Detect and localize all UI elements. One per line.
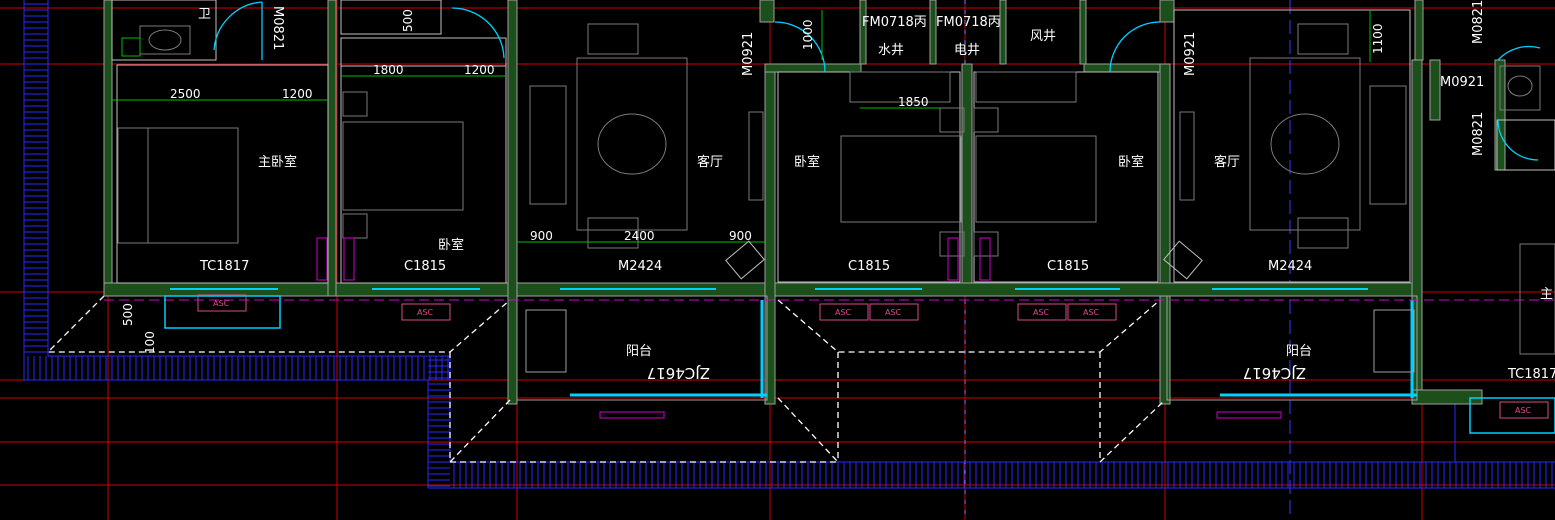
dim-1200-a: 1200: [282, 87, 313, 101]
ac-tag-text: ASC: [1033, 308, 1050, 317]
dim-2500: 2500: [170, 87, 201, 101]
outlet-marker: [121, 37, 141, 57]
room-label-bedroom-mid-right: 卧室: [1118, 154, 1144, 170]
roof-outline-dashed: [46, 295, 1166, 464]
inner-lines: [111, 0, 1555, 284]
furniture: [117, 23, 1555, 373]
door-swings: [213, 1, 1541, 161]
balconies: [516, 295, 1418, 401]
shaft-label-electric: 电井: [954, 43, 980, 58]
dim-1100: 1100: [1371, 23, 1385, 54]
ac-tag-text: ASC: [417, 308, 434, 317]
ac-tag-text: ASC: [1515, 406, 1532, 415]
window-label-tc-left: TC1817: [199, 259, 249, 274]
room-label-bath: 卫: [198, 7, 211, 22]
dim-500-top: 500: [401, 9, 415, 32]
room-label-master-left: 主卧室: [258, 154, 297, 170]
ac-tag-text: ASC: [213, 299, 230, 308]
magenta-marks: [316, 237, 1282, 419]
ac-tag: [1499, 401, 1549, 419]
window-label-tc-right: TC1817: [1507, 367, 1555, 382]
dim-500-side: 500: [121, 303, 135, 326]
room-label-bedroom-left: 卧室: [438, 237, 464, 253]
dim-1850: 1850: [898, 95, 929, 109]
dim-1800: 1800: [373, 63, 404, 77]
dim-900-a: 900: [530, 229, 553, 243]
dim-900-b: 900: [729, 229, 752, 243]
room-label-master-right: 主: [1540, 287, 1553, 302]
room-label-bedroom-mid-left: 卧室: [794, 154, 820, 170]
door-label-m0821-right-top: M0821: [1471, 0, 1486, 44]
door-label-m0921-right: M0921: [1440, 75, 1484, 90]
ac-tag-text: ASC: [835, 308, 852, 317]
door-label-m0921-left: M0921: [741, 32, 756, 76]
dim-100: 100: [143, 331, 157, 354]
ac-tag-text: ASC: [885, 308, 902, 317]
shaft-label-air: 风井: [1030, 29, 1056, 44]
window-label-m2424-right: M2424: [1268, 259, 1312, 274]
ac-tag: [197, 294, 247, 312]
hatch-ticks: [24, 3, 1553, 488]
ac-tags: [197, 294, 1549, 419]
window-label-m2424-left: M2424: [618, 259, 662, 274]
ac-tag-text: ASC: [1083, 308, 1100, 317]
window-label-c1815-b: C1815: [848, 259, 890, 274]
dimension-lines: [112, 10, 1371, 243]
ac-tag: [1017, 303, 1067, 321]
ac-unit-right: [1163, 240, 1203, 280]
door-label-m0821-right-bottom: M0821: [1471, 112, 1486, 156]
windows: [164, 288, 1555, 434]
dim-2400: 2400: [624, 229, 655, 243]
site-boundary-hatch: [23, 0, 1555, 489]
door-label-fm-water: FM0718丙: [862, 15, 927, 30]
window-label-c1815-a: C1815: [404, 259, 446, 274]
room-label-living-right: 客厅: [1214, 154, 1240, 170]
ac-tag: [869, 303, 919, 321]
door-label-m0921-mid: M0921: [1183, 32, 1198, 76]
ac-tag: [401, 303, 451, 321]
door-label-fm-electric: FM0718丙: [936, 15, 1001, 30]
room-label-living-left: 客厅: [697, 154, 723, 170]
balcony-tag-left: ZJC4617: [647, 364, 710, 382]
ac-unit-left: [725, 240, 765, 280]
ac-tag: [819, 303, 869, 321]
dim-1000: 1000: [801, 19, 815, 50]
balcony-tag-right: ZJC4617: [1243, 364, 1306, 382]
dim-1200-b: 1200: [464, 63, 495, 77]
room-label-balcony-right: 阳台: [1286, 344, 1312, 359]
room-label-balcony-left: 阳台: [626, 344, 652, 359]
door-label-m0821-top: M0821: [270, 6, 285, 50]
window-label-c1815-c: C1815: [1047, 259, 1089, 274]
ac-tag: [1067, 303, 1117, 321]
shaft-label-water: 水井: [878, 43, 904, 58]
